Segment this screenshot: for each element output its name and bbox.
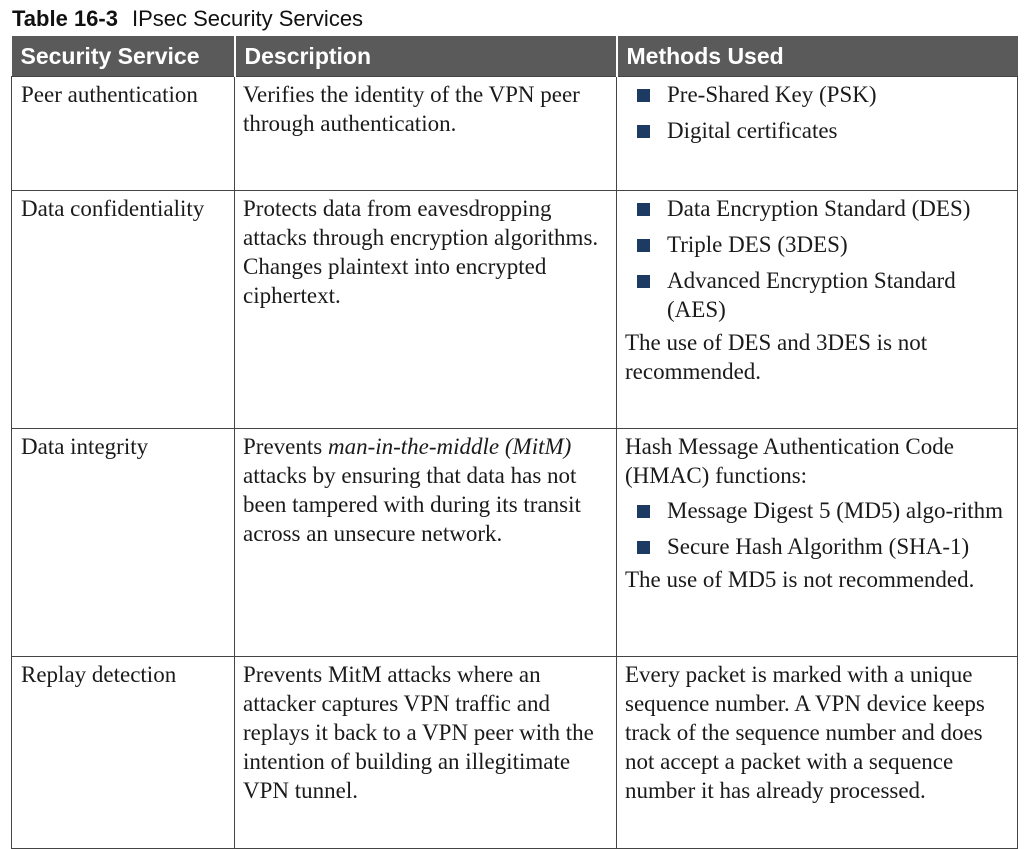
- column-header-methods-used: Methods Used: [615, 36, 1018, 77]
- table-title: IPsec Security Services: [131, 6, 364, 31]
- list-item: Triple DES (3DES): [625, 230, 1009, 259]
- square-bullet-icon: [637, 239, 650, 252]
- list-item: Secure Hash Algorithm (SHA-1): [625, 532, 1009, 561]
- method-text: Advanced Encryption Standard (AES): [667, 268, 956, 322]
- list-item: Data Encryption Standard (DES): [625, 194, 1009, 223]
- description-text: Prevents: [243, 434, 328, 459]
- square-bullet-icon: [637, 505, 650, 518]
- table-row: Replay detection Prevents MitM attacks w…: [11, 656, 1018, 849]
- table-row: Data confidentiality Protects data from …: [11, 190, 1018, 429]
- square-bullet-icon: [637, 125, 650, 138]
- list-item: Digital certificates: [625, 116, 1009, 145]
- method-text: Triple DES (3DES): [667, 232, 848, 257]
- description-cell: Prevents man-in-the-middle (MitM) attack…: [234, 428, 617, 657]
- ipsec-services-table: Security Service Description Methods Use…: [11, 36, 1018, 849]
- description-cell: Protects data from eavesdropping attacks…: [234, 190, 617, 429]
- square-bullet-icon: [637, 89, 650, 102]
- methods-list: Message Digest 5 (MD5) algo-rithm Secure…: [625, 496, 1009, 561]
- service-cell: Data confidentiality: [11, 190, 235, 429]
- description-cell: Prevents MitM attacks where an attacker …: [234, 656, 617, 849]
- list-item: Message Digest 5 (MD5) algo-rithm: [625, 496, 1009, 525]
- list-item: Advanced Encryption Standard (AES): [625, 266, 1009, 324]
- methods-cell: Every packet is marked with a unique seq…: [616, 656, 1018, 849]
- methods-list: Data Encryption Standard (DES) Triple DE…: [625, 194, 1009, 324]
- square-bullet-icon: [637, 275, 650, 288]
- methods-intro: Hash Message Authentication Code (HMAC) …: [625, 434, 954, 488]
- table-row: Peer authentication Verifies the identit…: [11, 76, 1018, 191]
- method-text: Message Digest 5 (MD5) algo-rithm: [667, 498, 1003, 523]
- methods-cell: Pre-Shared Key (PSK) Digital certificate…: [616, 76, 1018, 191]
- table-row: Data integrity Prevents man-in-the-middl…: [11, 428, 1018, 657]
- column-header-description: Description: [233, 36, 617, 77]
- service-cell: Replay detection: [11, 656, 235, 849]
- description-text: attacks by ensuring that data has not be…: [243, 463, 581, 546]
- method-text: Digital certificates: [667, 118, 838, 143]
- methods-list: Pre-Shared Key (PSK) Digital certificate…: [625, 80, 1009, 145]
- methods-cell: Hash Message Authentication Code (HMAC) …: [616, 428, 1018, 657]
- table-number: Table 16-3: [12, 6, 118, 31]
- list-item: Pre-Shared Key (PSK): [625, 80, 1009, 109]
- methods-cell: Data Encryption Standard (DES) Triple DE…: [616, 190, 1018, 429]
- square-bullet-icon: [637, 541, 650, 554]
- table-header-row: Security Service Description Methods Use…: [11, 36, 1018, 77]
- column-header-security-service: Security Service: [11, 36, 235, 77]
- method-text: Secure Hash Algorithm (SHA-1): [667, 534, 970, 559]
- methods-note: The use of DES and 3DES is not recommend…: [625, 330, 928, 384]
- service-cell: Data integrity: [11, 428, 235, 657]
- method-text: Data Encryption Standard (DES): [667, 196, 971, 221]
- description-italic-term: man-in-the-middle (MitM): [327, 434, 572, 459]
- service-cell: Peer authentication: [11, 76, 235, 191]
- methods-note: The use of MD5 is not recommended.: [625, 567, 975, 592]
- description-cell: Verifies the identity of the VPN peer th…: [234, 76, 617, 191]
- table-caption: Table 16-3 IPsec Security Services: [12, 5, 363, 33]
- method-text: Pre-Shared Key (PSK): [667, 82, 877, 107]
- square-bullet-icon: [637, 203, 650, 216]
